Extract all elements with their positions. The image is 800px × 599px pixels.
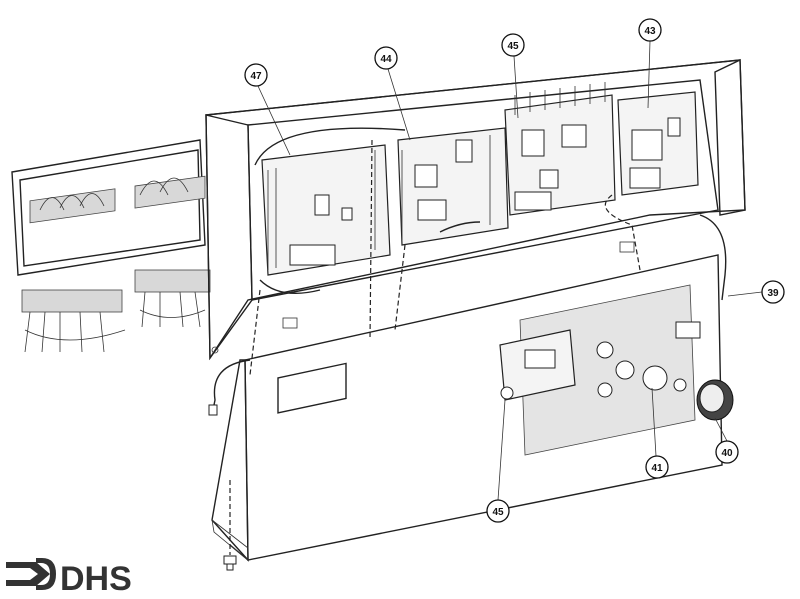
svg-text:45: 45 bbox=[492, 507, 504, 518]
pcb-44 bbox=[397, 127, 509, 246]
svg-text:47: 47 bbox=[250, 71, 262, 82]
left-terminal-panel bbox=[11, 139, 206, 276]
loose-terminal-blocks bbox=[21, 269, 211, 353]
pcb-43 bbox=[617, 91, 699, 196]
svg-text:40: 40 bbox=[721, 448, 733, 459]
pcb-47 bbox=[261, 144, 391, 276]
callout-45: 45 bbox=[501, 33, 525, 57]
callout-39: 39 bbox=[761, 280, 785, 304]
wire-harness bbox=[254, 127, 481, 295]
pcb-45-upper bbox=[504, 82, 616, 216]
wire-routing-dashed bbox=[249, 139, 641, 376]
front-panel bbox=[211, 254, 723, 562]
screw-fastener bbox=[223, 480, 237, 571]
svg-text:44: 44 bbox=[380, 54, 392, 65]
svg-text:39: 39 bbox=[767, 288, 779, 299]
left-wire bbox=[212, 359, 251, 411]
svg-text:43: 43 bbox=[644, 26, 656, 37]
callout-47: 47 bbox=[244, 63, 268, 87]
callout-44: 44 bbox=[374, 46, 398, 70]
callout-40: 40 bbox=[715, 440, 739, 464]
wire-39 bbox=[699, 214, 727, 301]
dhs-logo: DHS bbox=[6, 558, 132, 598]
potentiometer-41 bbox=[596, 321, 701, 398]
tuner-pcb-45 bbox=[499, 329, 576, 401]
arrow-icon bbox=[6, 562, 50, 586]
leader-lines bbox=[257, 40, 763, 501]
callout-41: 41 bbox=[645, 455, 669, 479]
callout-43: 43 bbox=[638, 18, 662, 42]
svg-text:DHS: DHS bbox=[60, 560, 132, 598]
main-housing bbox=[205, 58, 746, 361]
svg-text:41: 41 bbox=[651, 463, 663, 474]
callout-45-lower: 45 bbox=[486, 499, 510, 523]
svg-text:45: 45 bbox=[507, 41, 519, 52]
knob-40 bbox=[696, 379, 734, 421]
